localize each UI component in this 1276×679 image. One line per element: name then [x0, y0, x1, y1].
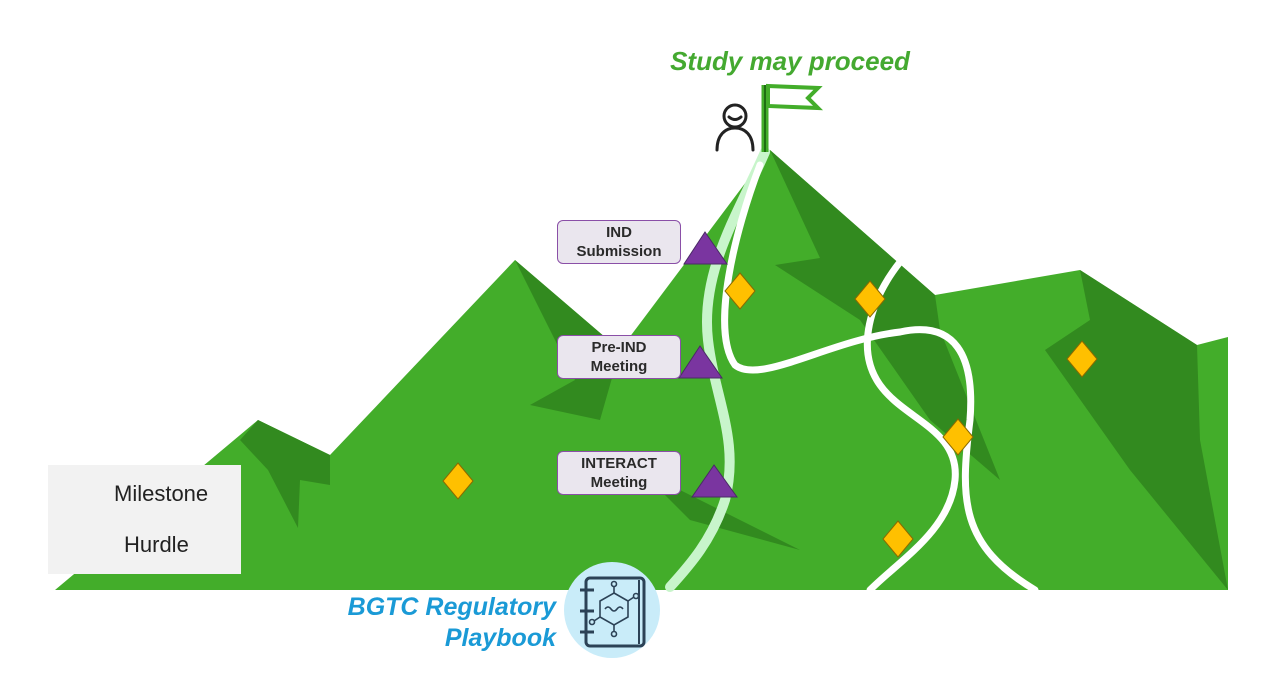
milestone-label-ind: IND Submission: [557, 220, 681, 264]
milestone-label-line2: Submission: [576, 243, 662, 260]
hurdle-marker: [882, 520, 914, 558]
hurdle-marker: [942, 418, 974, 456]
person-icon: [715, 103, 755, 152]
milestone-label-line1: INTERACT: [581, 455, 657, 472]
legend: Milestone Hurdle: [48, 465, 241, 574]
milestone-label-line1: IND: [606, 224, 632, 241]
goal-title: Study may proceed: [670, 46, 910, 76]
side-trail-right: [721, 161, 1039, 594]
legend-hurdle-label: Hurdle: [124, 532, 189, 557]
main-trail: [665, 147, 770, 592]
legend-milestone-label: Milestone: [114, 481, 209, 506]
hurdle-marker: [724, 272, 756, 310]
milestone-marker-interact: [691, 464, 738, 498]
side-trail-far: [863, 258, 959, 594]
milestone-marker-ind: [683, 231, 728, 265]
milestone-label-interact: INTERACT Meeting: [557, 451, 681, 495]
notebook-icon: [564, 562, 660, 658]
hurdle-markers: [442, 272, 1098, 558]
hurdle-marker: [854, 280, 886, 318]
playbook-title-line2: Playbook: [444, 624, 556, 652]
flag-icon: [761, 83, 824, 152]
milestone-marker-pre-ind: [678, 345, 723, 379]
hurdle-marker: [442, 462, 474, 500]
milestone-label-pre-ind: Pre-IND Meeting: [557, 335, 681, 379]
hurdle-marker: [1066, 340, 1098, 378]
milestone-label-line1: Pre-IND: [591, 339, 647, 356]
playbook-title-line1: BGTC Regulatory: [347, 593, 556, 621]
milestone-label-line2: Meeting: [590, 474, 648, 491]
milestone-label-line2: Meeting: [590, 358, 648, 375]
playbook-title: BGTC Regulatory Playbook: [300, 592, 556, 654]
